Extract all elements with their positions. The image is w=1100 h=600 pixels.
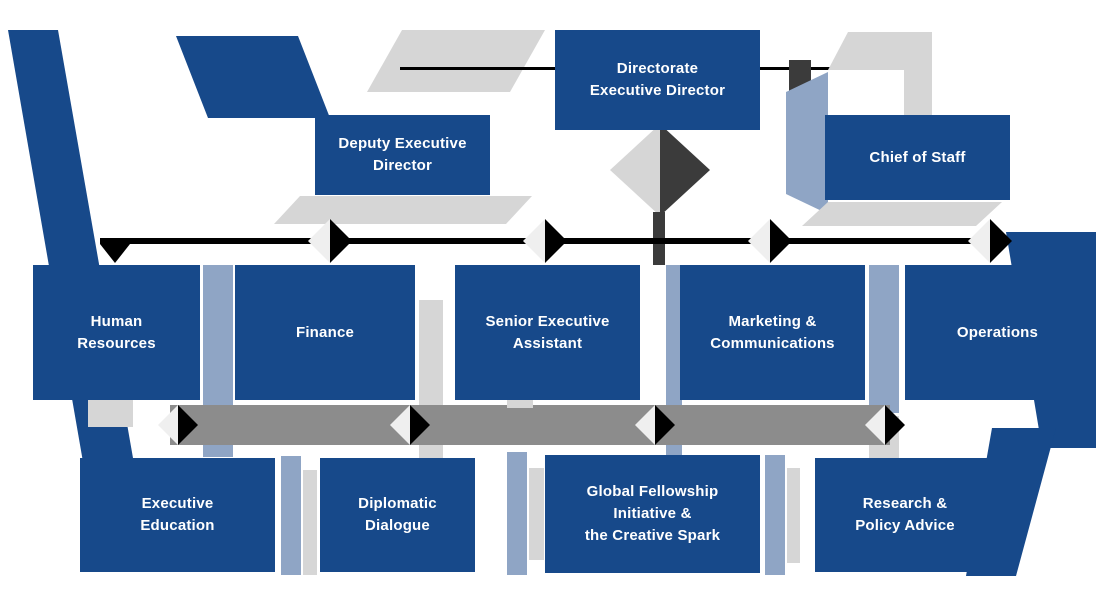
line-left-end-arrow — [100, 244, 130, 263]
junction-diamond-sea-left — [523, 219, 545, 263]
node-diplomatic-dialogue: Diplomatic Dialogue — [320, 458, 475, 572]
center-diamond-left-facet — [610, 124, 660, 216]
node-research-policy-advice: Research & Policy Advice — [815, 458, 995, 572]
steel-strip-fellowship-research — [765, 455, 785, 575]
top-right-gray-bar — [828, 32, 932, 70]
node-operations: Operations — [905, 265, 1090, 400]
steel-strip-execed-diplomatic — [281, 456, 301, 575]
top-right-gray-strip — [904, 70, 932, 126]
band-diamond-research-right — [885, 405, 905, 445]
junction-diamond-marketing-left — [748, 219, 770, 263]
band-diamond-fellowship-right — [655, 405, 675, 445]
band-diamond-execed-right — [178, 405, 198, 445]
junction-diamond-marketing-right — [770, 219, 792, 263]
node-senior-executive-assistant: Senior Executive Assistant — [455, 265, 640, 400]
junction-diamond-finance-left — [308, 219, 330, 263]
chief-shadow-band — [802, 202, 1002, 226]
node-deputy-executive-director: Deputy Executive Director — [315, 115, 490, 195]
junction-diamond-operations-left — [968, 219, 990, 263]
band-diamond-fellowship-left — [635, 405, 655, 445]
band-diamond-research-left — [865, 405, 885, 445]
deputy-top-blue-ribbon — [176, 36, 330, 118]
node-executive-education: Executive Education — [80, 458, 275, 572]
gray-strip-diplomatic-fellowship — [529, 468, 544, 560]
node-global-fellowship-initiative: Global Fellowship Initiative & the Creat… — [545, 455, 760, 573]
node-marketing-communications: Marketing & Communications — [680, 265, 865, 400]
band-diamond-execed-left — [158, 405, 178, 445]
steel-strip-diplomatic-fellowship — [507, 452, 527, 575]
node-finance: Finance — [235, 265, 415, 400]
deputy-shadow-band — [274, 196, 532, 224]
steel-strip-marketing-ops — [869, 265, 899, 413]
node-chief-of-staff: Chief of Staff — [825, 115, 1010, 200]
node-human-resources: Human Resources — [33, 265, 200, 400]
band-diamond-diplomatic-left — [390, 405, 410, 445]
junction-diamond-finance-right — [330, 219, 352, 263]
chief-left-steel-strip — [786, 72, 828, 214]
gray-connector-band — [170, 405, 890, 445]
center-diamond-right-facet — [660, 124, 710, 216]
junction-diamond-operations-right — [990, 219, 1012, 263]
band-diamond-diplomatic-right — [410, 405, 430, 445]
node-directorate-executive-director: Directorate Executive Director — [555, 30, 760, 130]
gray-strip-fellowship-research — [787, 468, 800, 563]
junction-diamond-sea-right — [545, 219, 567, 263]
gray-strip-execed-diplomatic — [303, 470, 317, 575]
top-gray-parallelogram — [367, 30, 545, 92]
